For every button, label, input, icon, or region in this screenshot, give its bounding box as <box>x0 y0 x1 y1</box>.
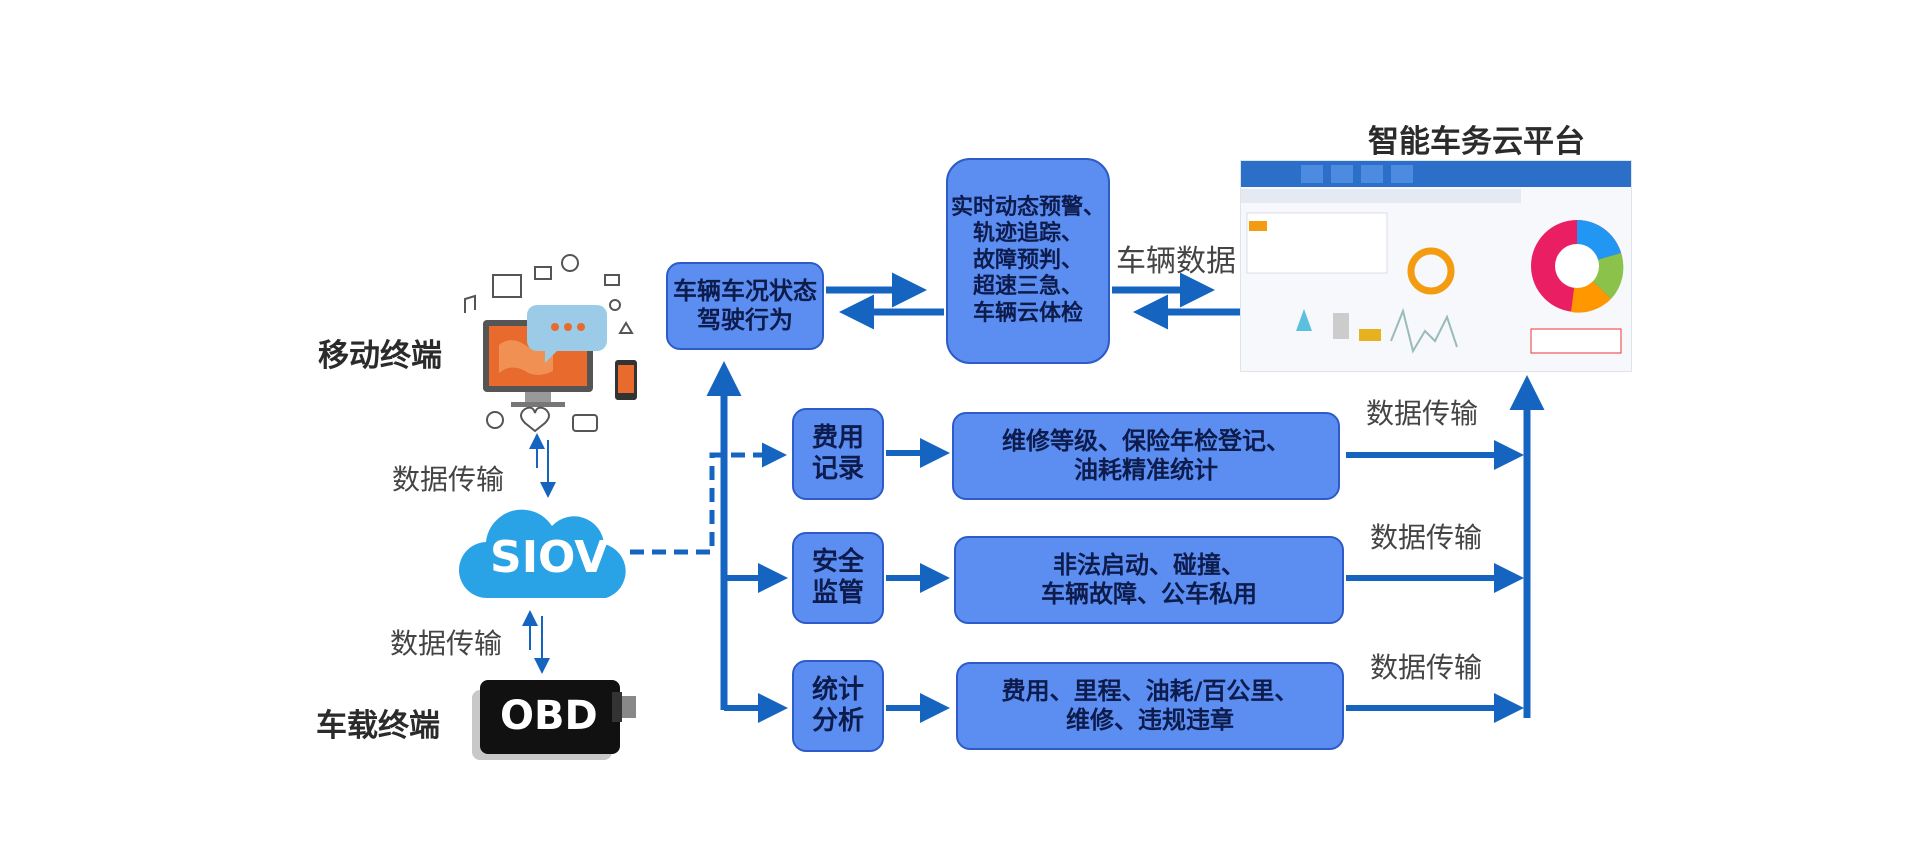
comment-icon <box>572 414 598 432</box>
cost-record-node: 费用 记录 <box>792 408 884 500</box>
dashboard-preview <box>1241 161 1631 354</box>
stats-detail-node: 费用、里程、油耗/百公里、 维修、违规违章 <box>956 662 1344 750</box>
security-node: 安全 监管 <box>792 532 884 624</box>
stats-node: 统计 分析 <box>792 660 884 752</box>
stats-text: 统计 分析 <box>811 674 864 736</box>
globe-icon <box>486 411 504 429</box>
row1-edge-label: 数据传输 <box>1366 397 1479 430</box>
cost-detail-node: 维修等级、保险年检登记、 油耗精准统计 <box>952 412 1340 500</box>
vehicle-terminal-label: 车载终端 <box>316 708 440 744</box>
vehicle-data-edge-label: 车辆数据 <box>1116 244 1236 279</box>
obd-label: OBD <box>500 693 598 739</box>
lightbulb-icon <box>561 254 579 272</box>
user-icon <box>609 299 621 311</box>
mobile-siov-edge-label: 数据传输 <box>392 463 505 496</box>
row3-edge-label: 数据传输 <box>1370 651 1483 684</box>
platform-title: 智能车务云平台 <box>1368 124 1585 160</box>
stats-detail-text: 费用、里程、油耗/百公里、 维修、违规违章 <box>1001 677 1299 734</box>
mail-icon <box>604 274 620 286</box>
video-icon <box>534 266 552 280</box>
row2-edge-label: 数据传输 <box>1370 521 1483 554</box>
star-icon <box>618 321 634 334</box>
siov-cloud <box>458 509 626 599</box>
status-node-text: 车辆车况状态 驾驶行为 <box>673 277 817 334</box>
image-icon <box>492 274 522 298</box>
features-node: 实时动态预警、 轨迹追踪、 故障预判、 超速三急、 车辆云体检 <box>946 158 1110 364</box>
heart-icon <box>520 406 550 433</box>
mobile-terminal-label: 移动终端 <box>318 338 442 374</box>
platform-dashboard-screenshot <box>1240 160 1632 372</box>
chat-bubble-icon <box>527 305 607 363</box>
features-node-text: 实时动态预警、 轨迹追踪、 故障预判、 超速三急、 车辆云体检 <box>950 195 1105 326</box>
security-detail-text: 非法启动、碰撞、 车辆故障、公车私用 <box>1041 551 1257 608</box>
dashed-siov-link <box>630 442 787 555</box>
siov-obd-edge-label: 数据传输 <box>390 627 503 660</box>
security-detail-node: 非法启动、碰撞、 车辆故障、公车私用 <box>954 536 1344 624</box>
cost-detail-text: 维修等级、保险年检登记、 油耗精准统计 <box>1002 427 1290 484</box>
status-node: 车辆车况状态 驾驶行为 <box>666 262 824 350</box>
obd-device <box>472 680 636 760</box>
mobile-terminal-illustration <box>464 254 637 433</box>
security-text: 安全 监管 <box>811 546 864 608</box>
cost-record-text: 费用 记录 <box>811 422 864 484</box>
siov-label: SIOV <box>490 532 609 583</box>
music-note-icon <box>464 294 476 313</box>
